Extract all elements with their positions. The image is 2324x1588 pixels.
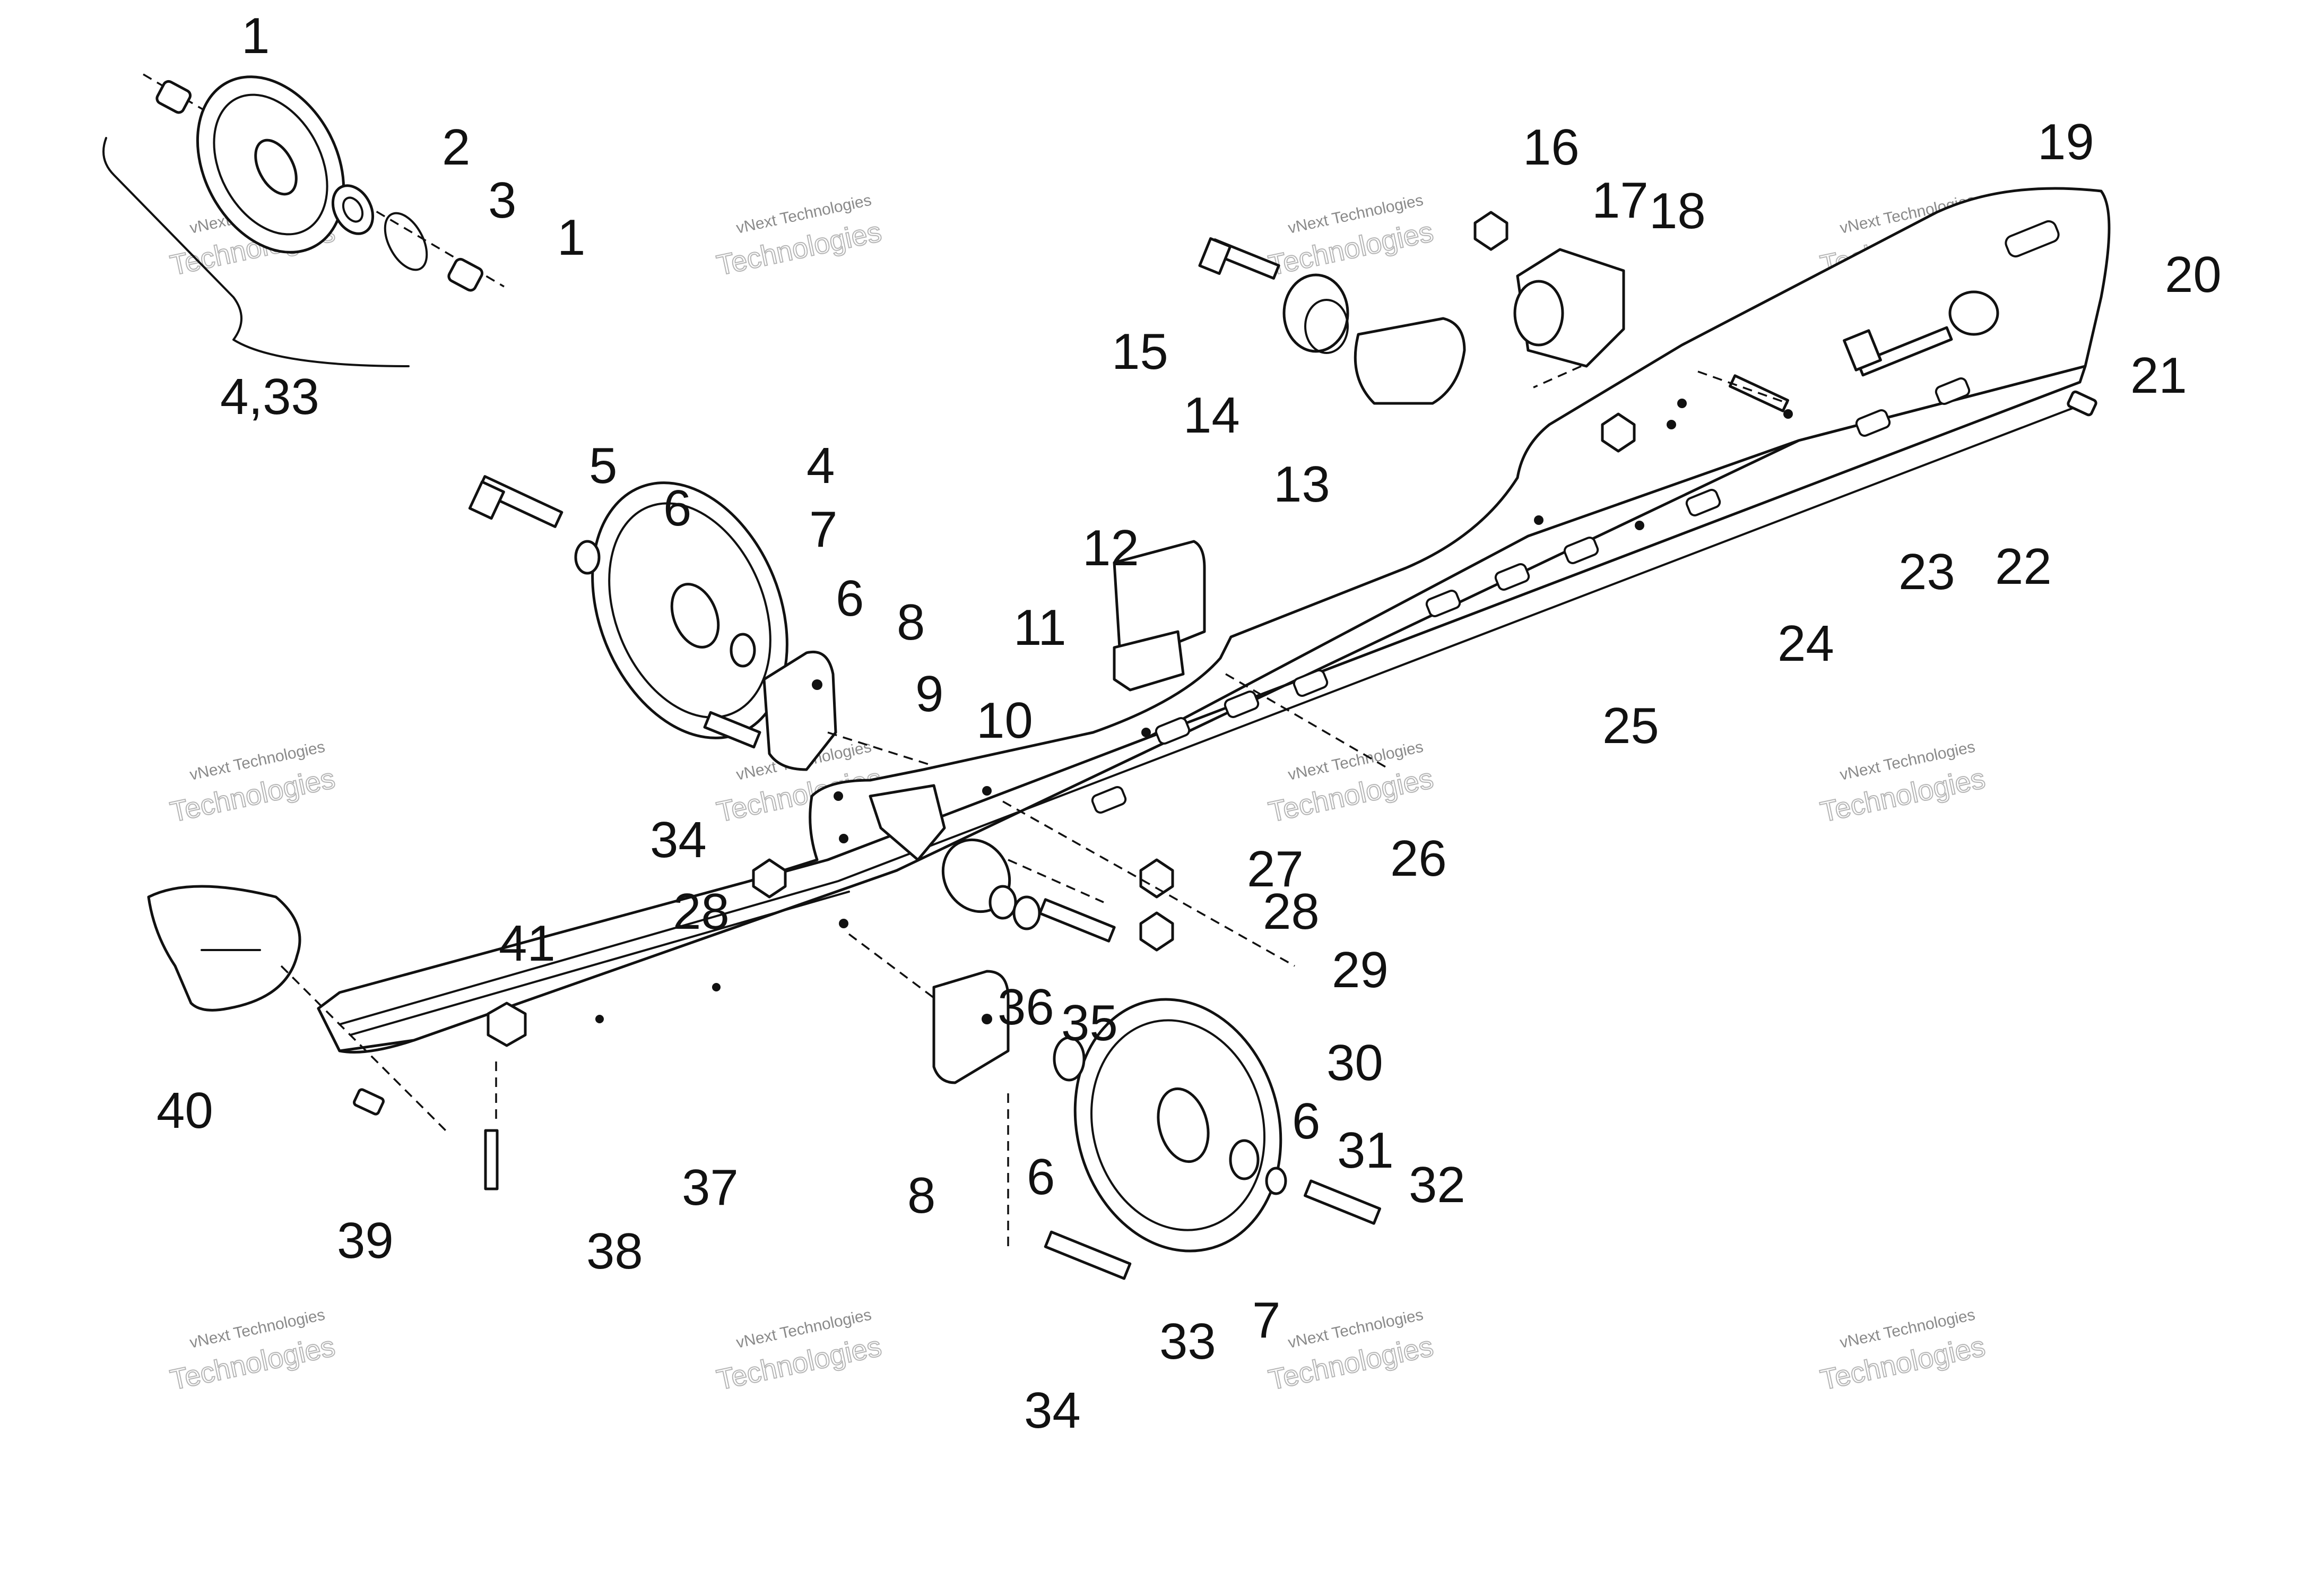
assembly-lines (280, 365, 1789, 1247)
callout-label: 7 (1252, 1292, 1280, 1349)
callout-label: 8 (907, 1167, 935, 1224)
idler-wheel-rear (1073, 998, 1282, 1253)
callout-label: 35 (1061, 995, 1118, 1051)
callout-label: 36 (998, 979, 1054, 1035)
rail-holes (595, 399, 1793, 1023)
inset-bearing (331, 184, 375, 235)
callout-label: 39 (337, 1212, 394, 1269)
callout-label: 21 (2130, 347, 2187, 404)
screw-38 (484, 1129, 499, 1190)
spacer-14 (1282, 273, 1349, 354)
callout-label: 13 (1273, 456, 1330, 513)
callout-label: 41 (499, 915, 556, 972)
callout-label: 6 (1027, 1149, 1055, 1205)
callout-label: 20 (2165, 246, 2222, 303)
rivet-39 (353, 1088, 385, 1116)
stop-block (1113, 540, 1206, 692)
idler-wheel-inset (102, 73, 505, 367)
bracket-8-upper (762, 650, 837, 771)
callout-label: 1 (241, 7, 270, 64)
callout-label: 17 (1592, 172, 1649, 229)
callout-label: 6 (1292, 1093, 1320, 1150)
washers-lower (1053, 1036, 1287, 1195)
nuts (752, 211, 1636, 952)
callout-label: 26 (1390, 830, 1447, 887)
slide-rail (317, 187, 2111, 1054)
callout-label: 4,33 (220, 368, 319, 425)
bolt-32 (1303, 1179, 1382, 1225)
callout-label: 19 (2037, 114, 2094, 170)
callout-label: 6 (663, 480, 691, 537)
callout-label: 15 (1112, 323, 1168, 380)
bracket-8-lower (932, 970, 1010, 1084)
callout-label: 8 (897, 594, 925, 651)
callout-label: 28 (673, 883, 730, 940)
bolt-15 (1198, 237, 1280, 280)
callout-label: 12 (1082, 520, 1139, 576)
bumper-13 (1354, 317, 1466, 405)
callout-label: 9 (915, 666, 943, 722)
callout-label: 40 (157, 1082, 213, 1139)
axle-assembly (941, 838, 1116, 943)
callout-label: 29 (1332, 942, 1389, 998)
callout-label: 11 (1013, 599, 1066, 656)
callout-label: 33 (1159, 1313, 1216, 1370)
inset-wheel (196, 75, 345, 254)
callout-label: 27 (1247, 841, 1304, 897)
callout-label: 25 (1602, 697, 1659, 754)
callout-label: 7 (809, 501, 837, 558)
callout-label: 22 (1995, 538, 2052, 595)
callout-label: 6 (836, 570, 864, 627)
callout-label: 34 (1024, 1382, 1081, 1439)
inset-bushing-left (155, 80, 192, 114)
callout-label: 28 (1263, 883, 1320, 940)
adjuster-assembly (1843, 290, 1999, 377)
callout-label: 23 (1898, 543, 1955, 600)
callout-label: 4 (807, 437, 835, 494)
callout-label: 5 (589, 437, 617, 494)
washer-6-upper (574, 540, 756, 668)
callout-label: 34 (650, 812, 707, 868)
callout-label: 2 (442, 119, 470, 176)
callout-label: 16 (1523, 119, 1580, 176)
inset-snap-ring (384, 212, 428, 271)
callout-label: 18 (1649, 183, 1706, 239)
callout-label: 32 (1409, 1157, 1465, 1213)
rail-tip (147, 885, 301, 1012)
bolt-5 (468, 475, 563, 528)
callout-label: 3 (488, 172, 516, 229)
callout-label: 1 (557, 209, 585, 266)
inset-bushing-right (447, 257, 484, 292)
callout-label: 10 (976, 692, 1033, 749)
plug-21 (2067, 390, 2097, 417)
bolt-34-upper (703, 711, 761, 749)
bolt-34-lower (1044, 1230, 1132, 1280)
callout-label: 31 (1337, 1122, 1394, 1179)
callout-label: 14 (1183, 387, 1240, 444)
mount-block (1513, 248, 1625, 368)
rail-slots (1091, 220, 2060, 814)
callout-label: 38 (586, 1223, 643, 1280)
nut-41 (487, 1002, 527, 1047)
callout-label: 24 (1777, 615, 1834, 672)
bracket-9 (869, 784, 946, 861)
callout-label: 30 (1326, 1034, 1383, 1091)
callout-label: 37 (682, 1159, 739, 1216)
